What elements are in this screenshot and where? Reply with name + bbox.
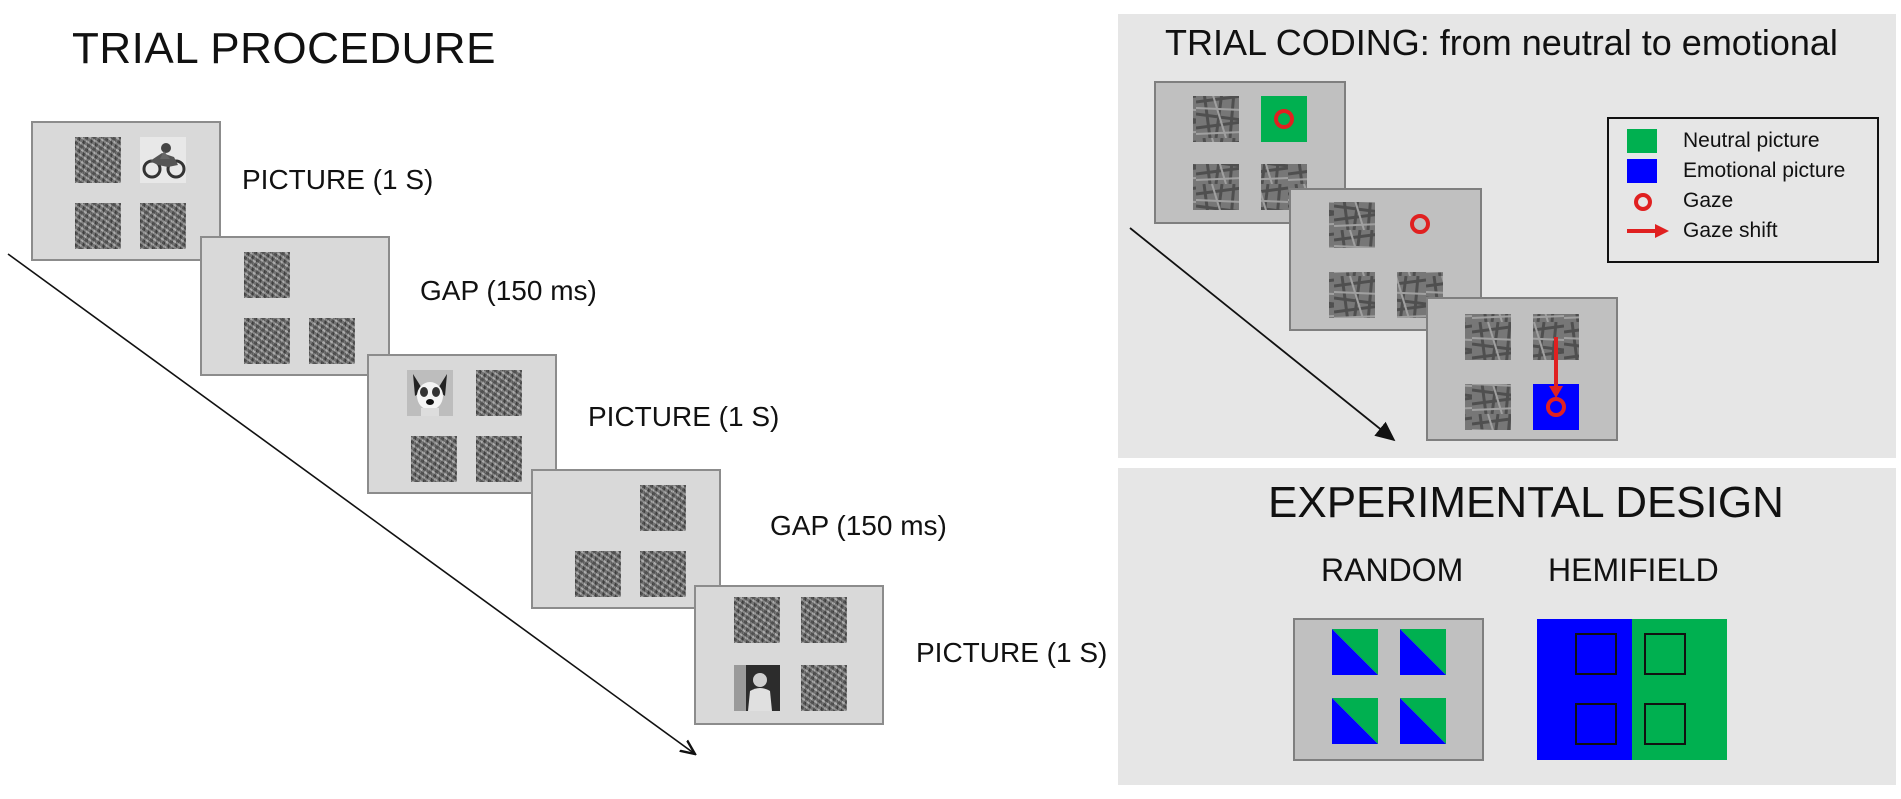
step-label-5: PICTURE (1 S) [916, 637, 1108, 668]
trial-screen-5 [694, 585, 884, 725]
split-tile [1332, 629, 1378, 675]
scrambled-picture [801, 665, 847, 711]
scrambled-picture [640, 551, 686, 597]
step-label-4: GAP (150 ms) [770, 510, 947, 541]
scrambled-picture [140, 203, 186, 249]
legend-item-gaze: Gaze [1627, 187, 1877, 215]
scrambled-picture [476, 436, 522, 482]
legend-label: Neutral picture [1683, 129, 1820, 152]
split-tile [1400, 629, 1446, 675]
random-label: RANDOM [1321, 552, 1464, 588]
red-circle-icon [1634, 193, 1652, 211]
dog-photo [407, 370, 453, 416]
scrambled-picture [640, 485, 686, 531]
green-square-icon [1627, 129, 1657, 153]
trial-coding-title: TRIAL CODING: from neutral to emotional [1165, 22, 1838, 63]
person-photo [734, 665, 780, 711]
split-tile [1400, 698, 1446, 744]
gaze-marker [1546, 397, 1566, 417]
scrambled-picture [75, 137, 121, 183]
step-label-3: PICTURE (1 S) [588, 401, 780, 432]
motorcycle-photo [140, 137, 186, 183]
coding-screen-2 [1289, 188, 1482, 331]
coding-screen-1 [1154, 81, 1346, 224]
legend-label: Emotional picture [1683, 159, 1846, 182]
gaze-marker [1410, 214, 1430, 234]
scrambled-picture [244, 318, 290, 364]
scrambled-picture [476, 370, 522, 416]
gaze-marker [1274, 109, 1294, 129]
scrambled-picture [244, 252, 290, 298]
legend-label: Gaze shift [1683, 219, 1778, 242]
legend-item-emotional: Emotional picture [1627, 157, 1877, 185]
scrambled-picture [575, 551, 621, 597]
legend-item-gaze-shift: Gaze shift [1627, 217, 1877, 245]
legend-label: Gaze [1683, 189, 1734, 212]
experimental-design-title: EXPERIMENTAL DESIGN [1268, 478, 1784, 527]
hemifield-label: HEMIFIELD [1548, 552, 1719, 588]
scrambled-picture [411, 436, 457, 482]
legend: Neutral picture Emotional picture Gaze G… [1607, 117, 1879, 263]
scrambled-picture [309, 318, 355, 364]
split-tile [1332, 698, 1378, 744]
trial-screen-4 [531, 469, 721, 609]
trial-procedure-title: TRIAL PROCEDURE [72, 24, 496, 73]
scrambled-picture [734, 597, 780, 643]
coding-screen-3 [1426, 297, 1618, 441]
coding-time-arrow [1129, 227, 1396, 442]
red-arrow-icon [1627, 224, 1669, 238]
trial-screen-2 [200, 236, 390, 376]
trial-screen-1 [31, 121, 221, 261]
scrambled-picture [801, 597, 847, 643]
trial-screen-3 [367, 354, 557, 494]
step-label-2: GAP (150 ms) [420, 275, 597, 306]
scrambled-picture [75, 203, 121, 249]
random-layout [1293, 618, 1484, 761]
legend-item-neutral: Neutral picture [1627, 127, 1877, 155]
blue-square-icon [1627, 159, 1657, 183]
experimental-design-panel [1118, 468, 1896, 785]
hemifield-layout [1537, 619, 1727, 760]
step-label-1: PICTURE (1 S) [242, 164, 434, 195]
